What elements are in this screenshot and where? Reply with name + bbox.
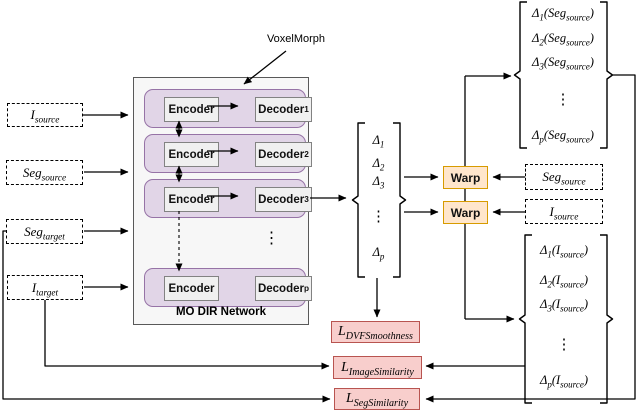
- loss-image-similarity: LImageSimilarity: [333, 356, 422, 379]
- dvf-bracket-left: [351, 122, 365, 278]
- input-seg-source: Segsource: [6, 160, 83, 185]
- warp-box-img: Warp: [443, 201, 488, 224]
- loss-image-similarity-label: LImageSimilarity: [341, 359, 414, 378]
- voxelmorph-pointer-arrow: [243, 50, 287, 85]
- loss-seg-similarity: LSegSimilarity: [334, 388, 420, 410]
- decoder-ellipsis: ⋮: [263, 230, 280, 247]
- encoder-box-p: Encoder: [164, 276, 219, 301]
- warped-seg-item-p: Δp(Segsource): [532, 128, 594, 145]
- brackets: [351, 1, 614, 404]
- dvf-item-3: Δ3: [372, 174, 385, 191]
- warped-seg-item-dots: ⋮: [555, 92, 571, 108]
- loss-seg-similarity-label: LSegSimilarity: [345, 391, 409, 409]
- input-right-i-source: Isource: [525, 199, 603, 224]
- warped-img-item-2: Δ2(Isource): [539, 273, 588, 290]
- voxelmorph-label: VoxelMorph: [266, 33, 326, 45]
- dvf-bracket-right: [393, 122, 407, 278]
- input-right-seg-source: Segsource: [525, 164, 603, 190]
- input-right-seg-source-label: Segsource: [542, 169, 586, 188]
- warped-img-item-dots: ⋮: [556, 337, 572, 353]
- input-seg-source-label: Segsource: [22, 164, 67, 184]
- warped-img-item-p: Δp(Isource): [539, 373, 588, 390]
- dvf-item-2: Δ2: [372, 156, 385, 173]
- warped-img-bracket-right: [600, 234, 614, 404]
- dvf-item-p: Δp: [372, 245, 385, 262]
- loss-dvf-smoothness: LDVFSmoothness: [331, 321, 420, 343]
- dvf-item-1: Δ1: [372, 133, 385, 150]
- warped-img-bracket-left: [518, 234, 532, 404]
- input-right-i-source-label: Isource: [549, 203, 579, 223]
- warped-img-item-3: Δ3(Isource): [539, 297, 588, 314]
- warped-seg-item-1: Δ1(Segsource): [532, 6, 594, 23]
- solid-connectors: [2, 50, 636, 403]
- warped-seg-bracket-right: [600, 1, 614, 149]
- warped-seg-item-2: Δ2(Segsource): [532, 31, 594, 48]
- warped-seg-bracket-left: [513, 1, 527, 149]
- encoder-box-1: Encoder: [164, 97, 219, 122]
- input-i-source: Isource: [7, 103, 83, 127]
- warped-img-item-1: Δ1(Isource): [539, 243, 588, 260]
- input-i-source-label: Isource: [30, 107, 60, 126]
- dvf-item-dots: ⋮: [371, 209, 386, 225]
- warped-seg-item-3: Δ3(Segsource): [532, 55, 594, 72]
- encoder-box-2: Encoder: [164, 142, 219, 167]
- input-seg-target-label: Segtarget: [24, 223, 65, 243]
- input-i-target: Itarget: [7, 275, 83, 300]
- encoder-box-3: Encoder: [164, 187, 219, 212]
- warp-box-seg: Warp: [443, 166, 488, 189]
- network-title: MO DIR Network: [175, 306, 267, 318]
- input-seg-target: Segtarget: [6, 219, 83, 244]
- loss-dvf-smoothness-label: LDVFSmoothness: [338, 324, 413, 342]
- input-i-target-label: Itarget: [31, 279, 59, 299]
